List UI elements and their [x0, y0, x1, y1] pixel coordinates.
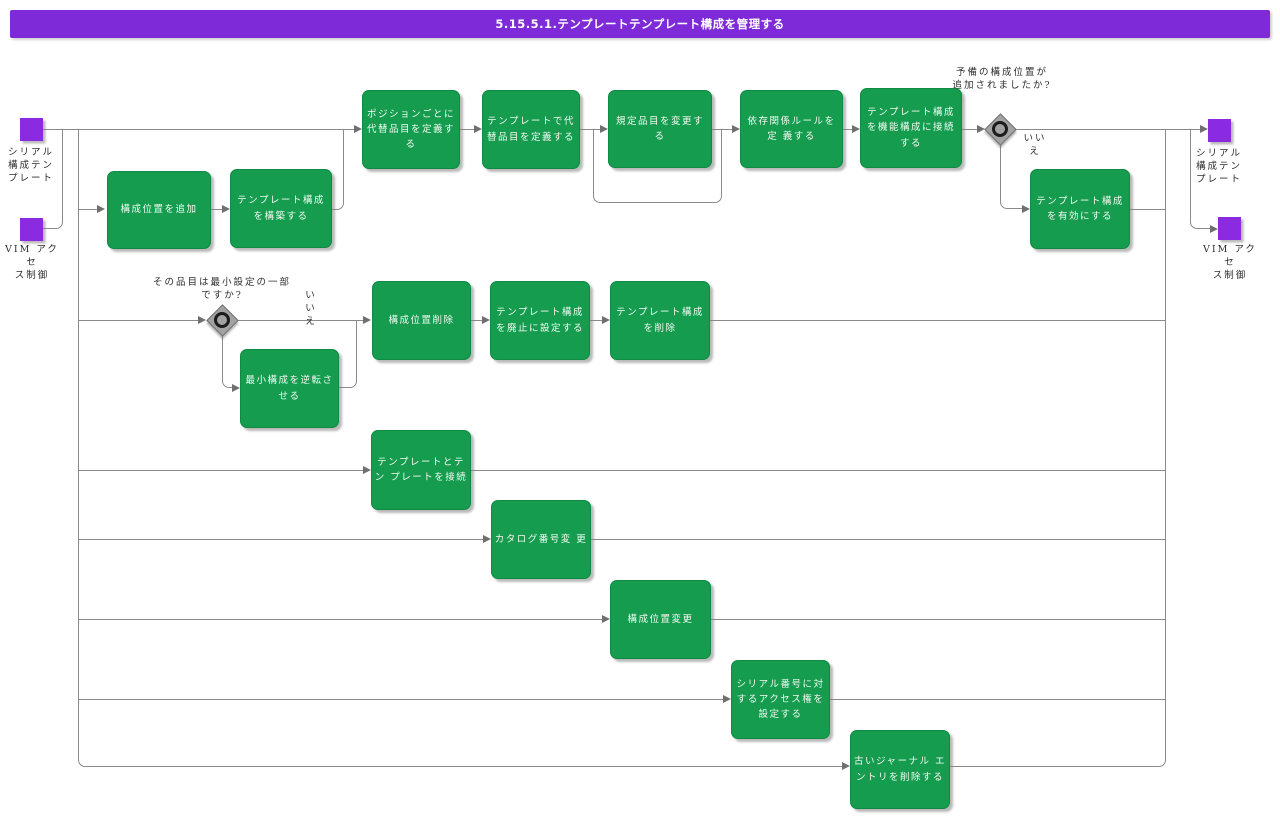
- connector: [43, 130, 63, 229]
- connector: [1000, 144, 1022, 209]
- task-delete-template-config[interactable]: テンプレート構成 を削除: [610, 281, 710, 360]
- arrowhead: [602, 316, 610, 324]
- connector: [78, 539, 484, 540]
- gateway-item-in-minimal-config[interactable]: [206, 304, 239, 337]
- connector: [43, 129, 355, 130]
- connector: [471, 470, 1166, 471]
- event-label: VIM アクセ ス制御: [5, 244, 59, 281]
- connector: [830, 699, 1166, 700]
- connector: [580, 129, 601, 130]
- arrowhead: [363, 466, 371, 474]
- diagram-title-bar: 5.15.5.1.テンプレートテンプレート構成を管理する: [10, 10, 1270, 38]
- gateway-circle-icon: [992, 121, 1008, 137]
- arrowhead: [852, 125, 860, 133]
- gateway-question: 予備の構成位置が 追加されましたか?: [952, 67, 1052, 91]
- arrowhead: [723, 695, 731, 703]
- task-define-dependency-rules[interactable]: 依存関係ルールを 定 義する: [740, 90, 843, 168]
- connector: [711, 619, 1166, 620]
- connector: [78, 129, 842, 767]
- task-delete-config-position[interactable]: 構成位置削除: [372, 281, 471, 360]
- connector: [78, 470, 364, 471]
- connector: [78, 699, 724, 700]
- task-delete-old-journal-entries[interactable]: 古いジャーナル エ ントリを削除する: [850, 730, 950, 809]
- arrowhead: [1210, 225, 1218, 233]
- connector: [78, 320, 199, 321]
- arrowhead: [482, 316, 490, 324]
- task-add-config-position[interactable]: 構成位置を追加: [107, 171, 211, 249]
- event-label: VIM アクセ ス制御: [1203, 244, 1257, 281]
- arrowhead: [1022, 205, 1030, 213]
- arrowhead: [732, 125, 740, 133]
- connector: [962, 129, 978, 130]
- task-define-alt-items-per-position[interactable]: ポジションごとに 代替品目を定義す る: [362, 90, 460, 169]
- gateway-question: その品目は最小設定の一部 ですか?: [152, 277, 291, 301]
- event-label: シリアル 構成テン プレート: [7, 147, 54, 184]
- task-reverse-minimal-config[interactable]: 最小構成を逆転さ せる: [240, 349, 339, 428]
- connector: [591, 539, 1166, 540]
- connector: [332, 129, 344, 210]
- arrowhead: [1200, 125, 1208, 133]
- task-change-default-items[interactable]: 規定品目を変更す る: [608, 90, 712, 168]
- gateway-spare-position-added[interactable]: [984, 113, 1017, 146]
- connector: [471, 320, 483, 321]
- task-activate-template-config[interactable]: テンプレート構成 を有効にする: [1030, 169, 1130, 249]
- task-connect-template-to-functional[interactable]: テンプレート構成 を機能構成に接続 する: [860, 88, 962, 168]
- task-define-alt-items-in-template[interactable]: テンプレートで代 替品目を定義する: [482, 90, 580, 169]
- gateway-circle-icon: [214, 312, 230, 328]
- event-vim-access-control-start[interactable]: [20, 218, 43, 241]
- connector: [237, 320, 364, 321]
- connector-loop: [593, 130, 722, 203]
- task-change-config-position[interactable]: 構成位置変更: [610, 580, 711, 659]
- arrowhead: [363, 316, 371, 324]
- task-build-template-config[interactable]: テンプレート構成 を構築する: [230, 169, 332, 248]
- arrowhead: [602, 615, 610, 623]
- connector: [1015, 129, 1201, 130]
- connector: [339, 320, 357, 388]
- arrowhead: [222, 205, 230, 213]
- arrowhead: [600, 125, 608, 133]
- gateway-answer-no: いいえ: [1023, 133, 1047, 157]
- arrowhead: [483, 535, 491, 543]
- task-set-template-obsolete[interactable]: テンプレート構成 を廃止に設定する: [490, 281, 590, 360]
- arrowhead: [842, 762, 850, 770]
- connector: [222, 335, 233, 388]
- connector: [950, 129, 1166, 767]
- arrowhead: [232, 384, 240, 392]
- arrowhead: [977, 125, 985, 133]
- connector: [1130, 209, 1166, 210]
- connector: [211, 209, 223, 210]
- arrowhead: [198, 316, 206, 324]
- connector: [710, 320, 1166, 321]
- event-vim-access-control-end[interactable]: [1218, 217, 1241, 240]
- task-set-serial-access-rights[interactable]: シリアル番号に対 するアクセス権を 設定する: [731, 660, 830, 739]
- arrowhead: [97, 205, 105, 213]
- connector: [460, 129, 475, 130]
- connector: [78, 209, 98, 210]
- arrowhead: [354, 125, 362, 133]
- task-change-catalog-number[interactable]: カタログ番号変 更: [491, 500, 591, 579]
- connector: [590, 320, 603, 321]
- task-connect-templates[interactable]: テンプレートとテ ン プレートを接続: [371, 430, 471, 510]
- event-serial-config-template-end[interactable]: [1208, 119, 1231, 142]
- diagram-title: 5.15.5.1.テンプレートテンプレート構成を管理する: [495, 17, 785, 31]
- arrowhead: [474, 125, 482, 133]
- connector: [78, 619, 603, 620]
- gateway-answer-no: い い え: [305, 290, 315, 327]
- connector: [1190, 130, 1211, 229]
- connector: [843, 129, 853, 130]
- connector: [712, 129, 733, 130]
- event-serial-config-template-start[interactable]: [20, 118, 43, 141]
- event-label: シリアル 構成テン プレート: [1195, 148, 1242, 185]
